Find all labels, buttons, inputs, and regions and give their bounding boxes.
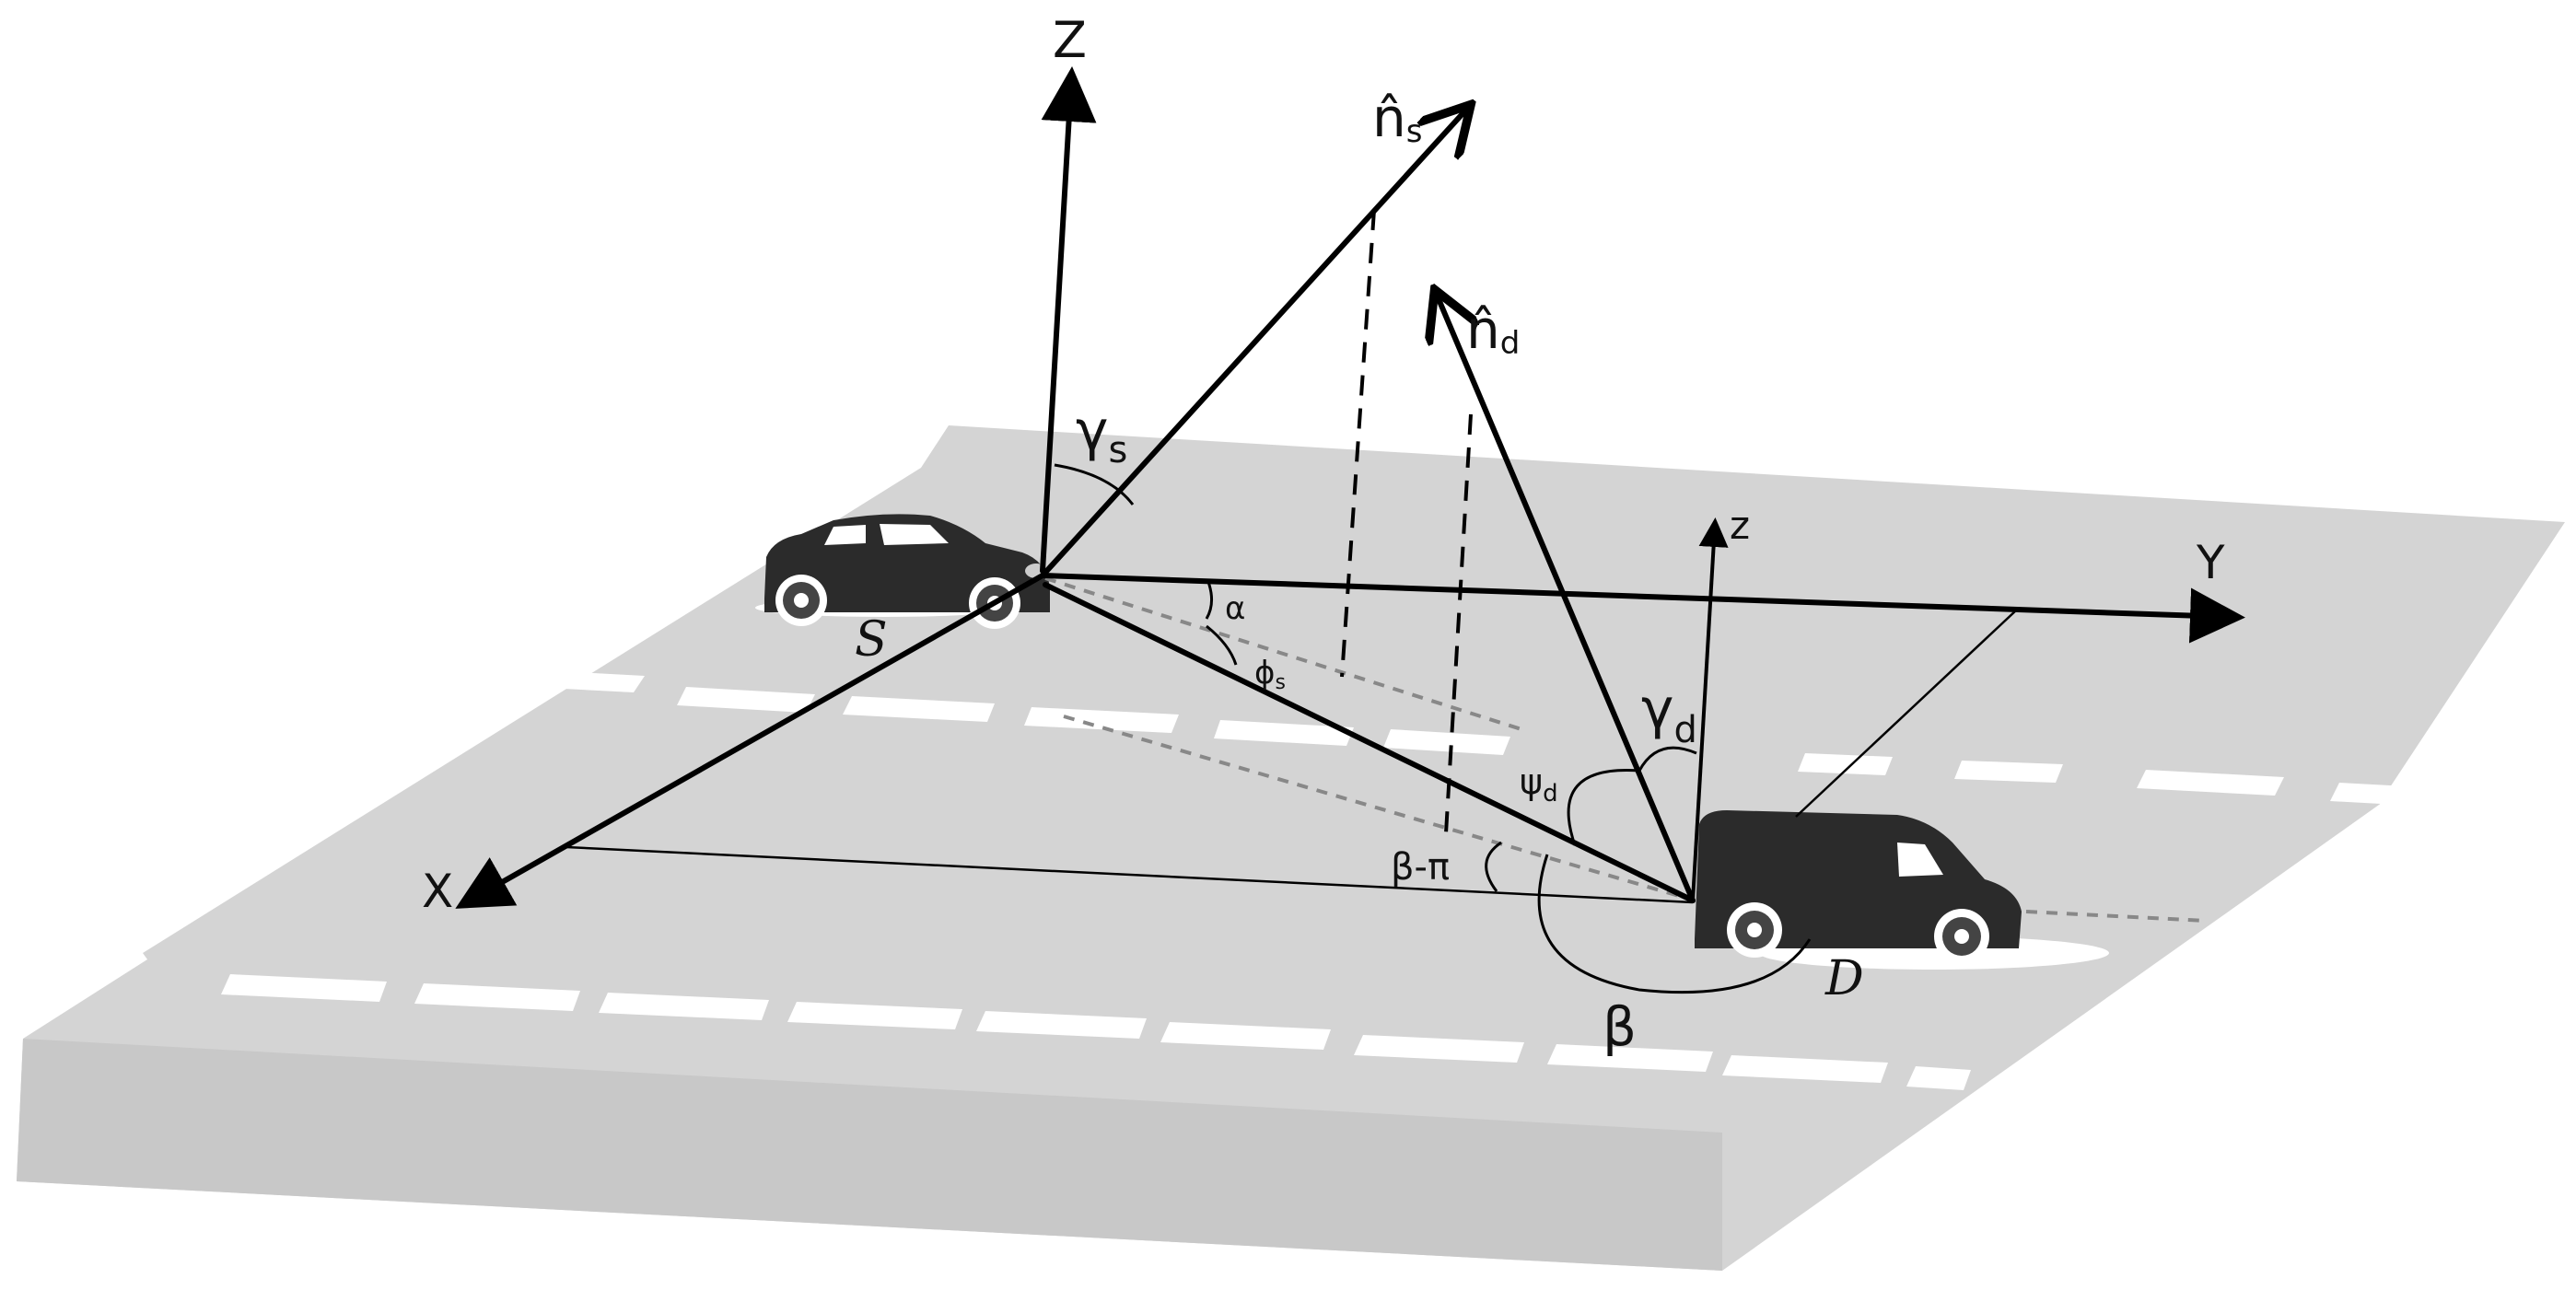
arc-alpha [1205,581,1213,620]
y-axis [1040,573,2245,644]
z-axis [1040,66,1097,574]
line-of-sight [1043,582,1696,903]
source-normal-ns [1040,109,1467,578]
x-axis [455,573,1045,909]
label-psi-d: ψd [1520,761,1558,808]
label-n-s: n̂s [1372,87,1422,150]
thin-lines [565,609,2018,904]
angle-arcs [1054,463,1812,994]
labels: Z Y X z n̂s n̂d γs γd α ϕs ψd β-π β S D [422,11,2225,1058]
arc-gamma-d [1638,746,1697,772]
destination-vehicle [1695,810,2109,970]
axes [455,66,2245,909]
destination-z-axis [1691,517,1729,901]
label-gamma-d: γd [1641,677,1697,751]
road-top-surface [17,425,2565,1271]
source-vehicle [755,514,1050,629]
arc-beta [1537,854,1812,994]
arc-phi-s [1206,624,1238,666]
label-beta-minus-pi: β-π [1391,846,1450,889]
label-n-d: n̂d [1466,298,1520,362]
label-phi-s: ϕs [1254,655,1286,694]
label-axis-z-small: z [1730,503,1750,548]
projection-lines [1340,209,1473,834]
label-gamma-s: γs [1076,399,1127,471]
destination-normal-nd [1437,295,1696,903]
label-axis-y: Y [2196,536,2225,589]
label-axis-z: Z [1053,11,1087,69]
lane-markings [221,672,2441,1090]
gray-dashed-lines [1044,576,2207,923]
label-source: S [855,612,888,668]
arc-beta-minus-pi [1485,841,1502,892]
road-front-edge [17,1039,1722,1271]
label-alpha: α [1225,590,1245,627]
road [17,425,2565,1271]
label-beta: β [1603,995,1637,1058]
arc-psi-d [1567,768,1640,846]
label-destination: D [1824,951,1864,1006]
arc-gamma-s [1054,463,1135,506]
label-axis-x: X [422,865,453,918]
